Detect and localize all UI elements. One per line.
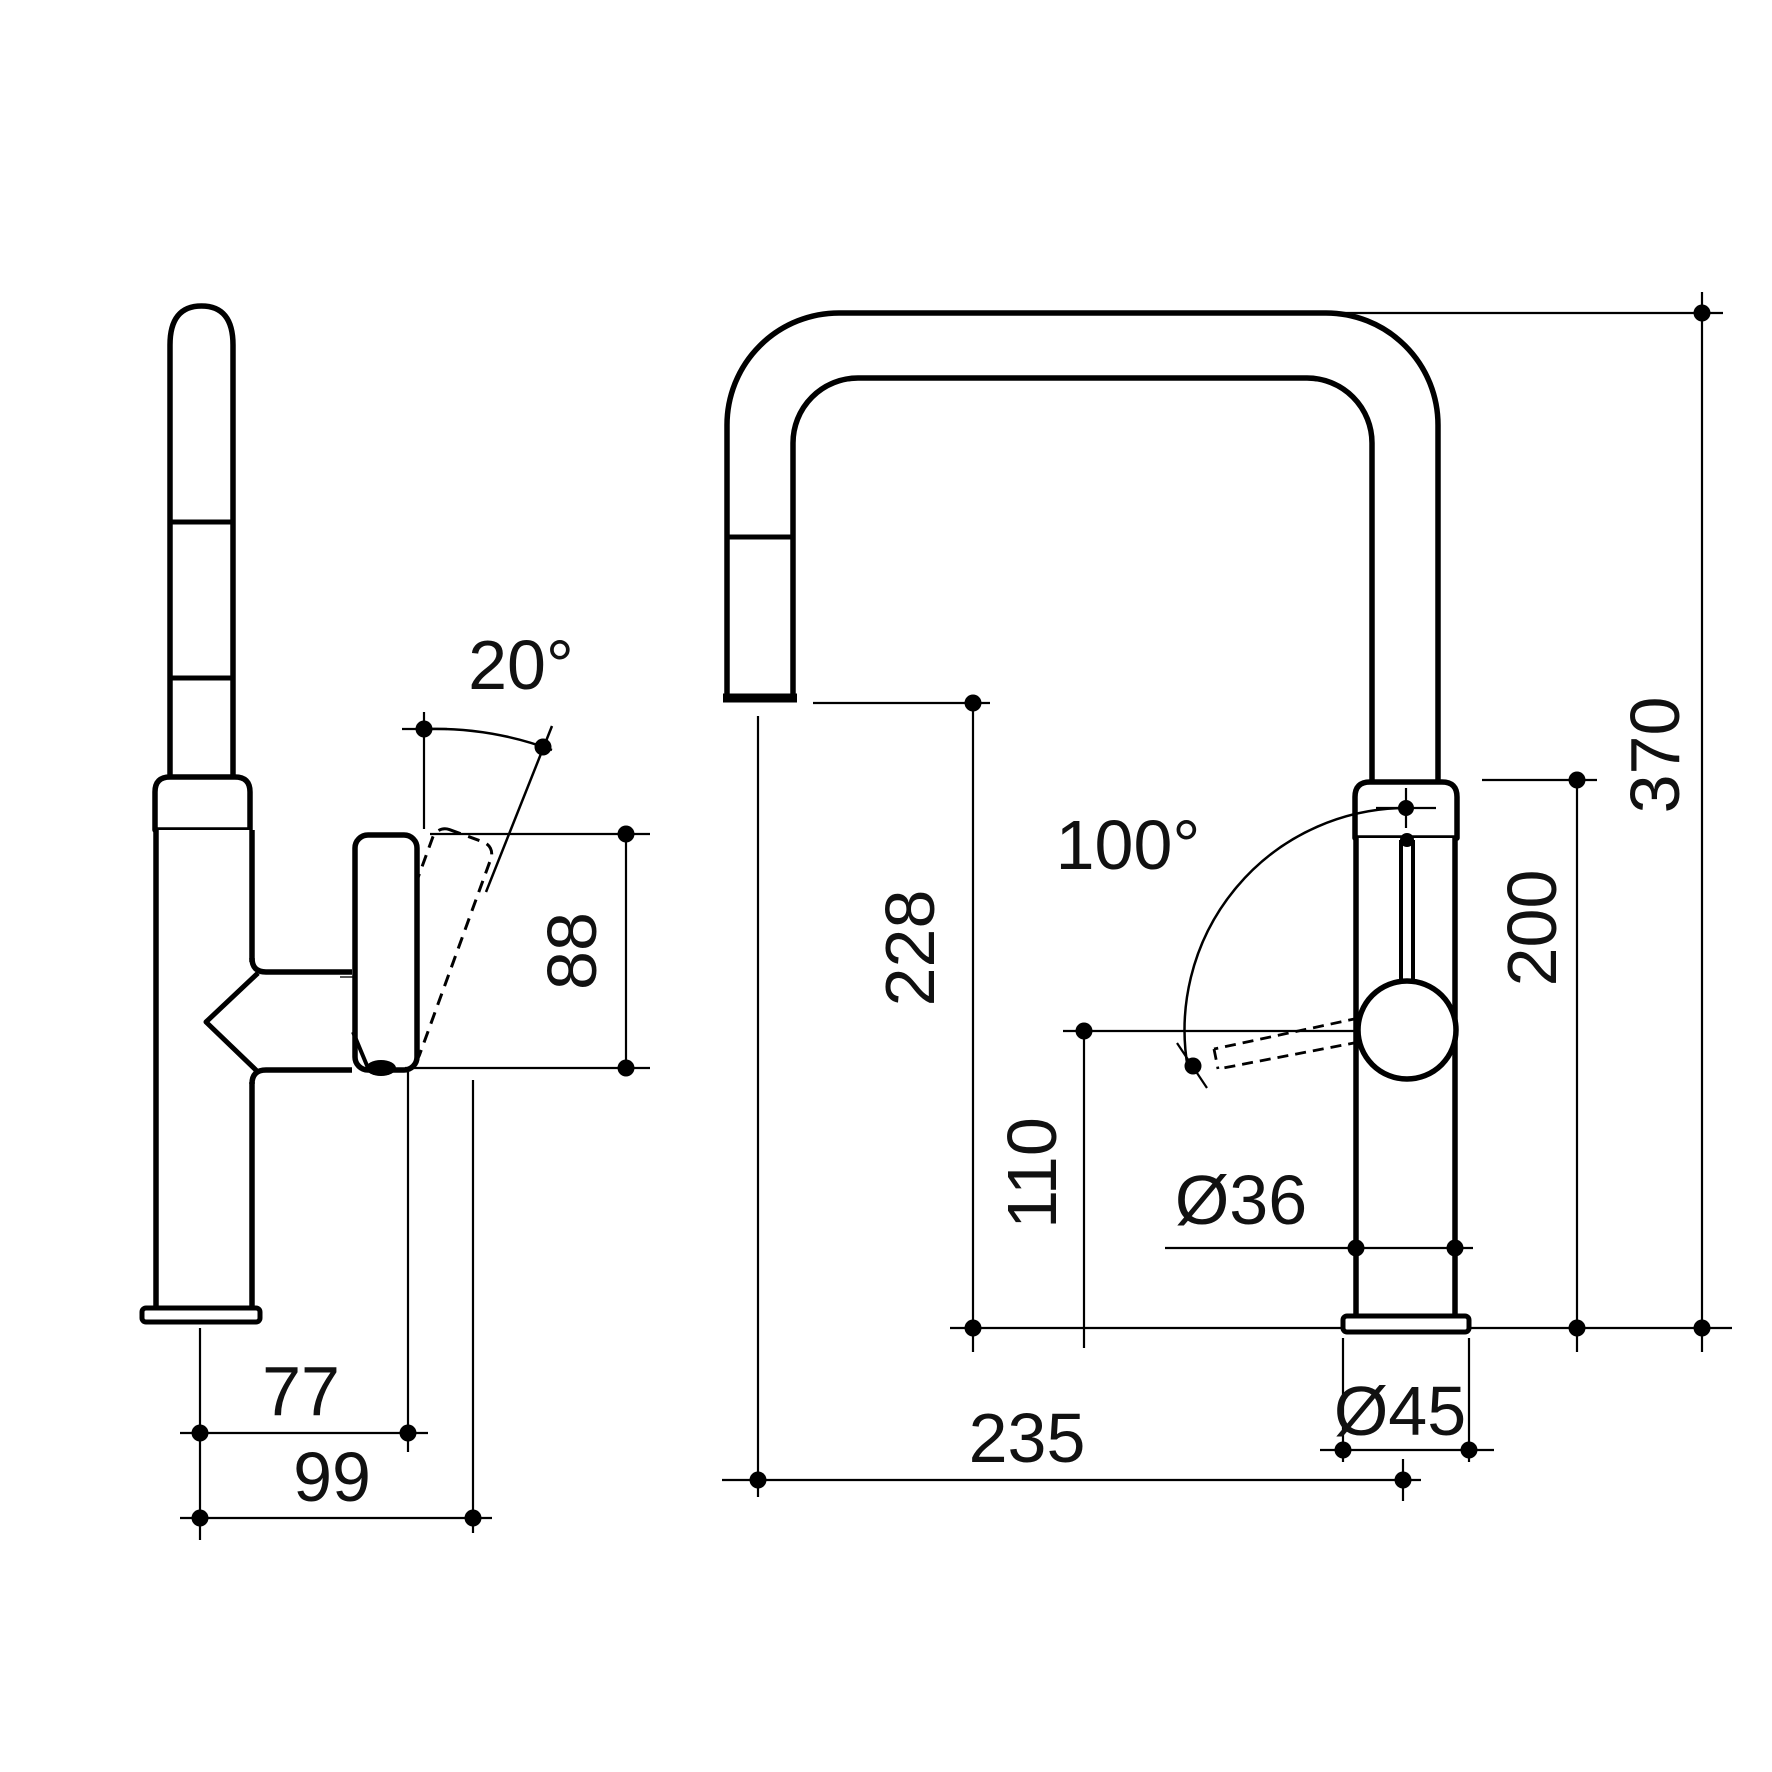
dim-label-spout-reach: 235	[969, 1399, 1086, 1477]
front-spout-outer	[724, 310, 1441, 782]
side-handle	[352, 832, 420, 1073]
dim-label-handle-offset: 77	[262, 1352, 340, 1430]
front-spout-fill	[727, 313, 1438, 782]
dim-label-handle-angle: 20°	[468, 626, 574, 704]
dim-label-handle-height: 88	[533, 912, 611, 990]
front-dim-100deg-arc	[1183, 806, 1408, 1070]
front-outlet-fill	[727, 537, 793, 698]
side-dim-20deg	[402, 712, 554, 893]
dim-label-body-diameter: Ø36	[1175, 1161, 1307, 1239]
side-view	[139, 303, 650, 1540]
side-collar	[152, 774, 253, 833]
side-dim-88	[405, 825, 650, 1077]
side-body-fill	[156, 830, 252, 1308]
dimension-labels: 20° 88 77 99 100° 228 110 Ø36 Ø45 235 20…	[262, 626, 1694, 1516]
front-spout-inner	[790, 375, 1375, 782]
dim-label-base-diameter: Ø45	[1334, 1372, 1466, 1450]
side-handle-foot-line	[351, 1031, 370, 1069]
dim-label-lever-pivot-height: 110	[993, 1117, 1071, 1229]
dim-label-overall-height: 370	[1616, 697, 1694, 814]
side-arm-bottom	[249, 1067, 352, 1085]
front-view	[722, 292, 1732, 1501]
side-nozzle-wedge	[203, 971, 260, 1074]
front-dim-228	[813, 694, 990, 1352]
front-lever-ball	[1355, 978, 1459, 1082]
front-dim-36	[1165, 1239, 1473, 1257]
side-arm-top	[249, 957, 352, 975]
side-base-flange	[139, 1305, 263, 1325]
side-dim-77-99	[180, 1072, 492, 1540]
front-lever-top-dot	[1400, 833, 1414, 847]
dim-label-collar-height: 200	[1493, 870, 1571, 987]
front-base-flange	[1340, 1313, 1472, 1335]
front-lever-tip-dot	[1184, 1057, 1202, 1075]
side-spout-tube	[167, 303, 236, 778]
dim-label-handle-reach: 99	[293, 1438, 371, 1516]
front-dim-370	[1330, 292, 1723, 1352]
front-dim-45	[1320, 1338, 1494, 1462]
front-dim-200	[1482, 771, 1597, 1352]
front-lever-swung-dashed	[1212, 1016, 1360, 1071]
side-handle-pivot-cap	[366, 1060, 396, 1076]
dim-label-spout-outlet-height: 228	[871, 890, 949, 1007]
dim-label-lever-swing-angle: 100°	[1056, 806, 1201, 884]
front-dim-110	[1063, 1022, 1357, 1348]
front-dim-235	[722, 716, 1421, 1501]
